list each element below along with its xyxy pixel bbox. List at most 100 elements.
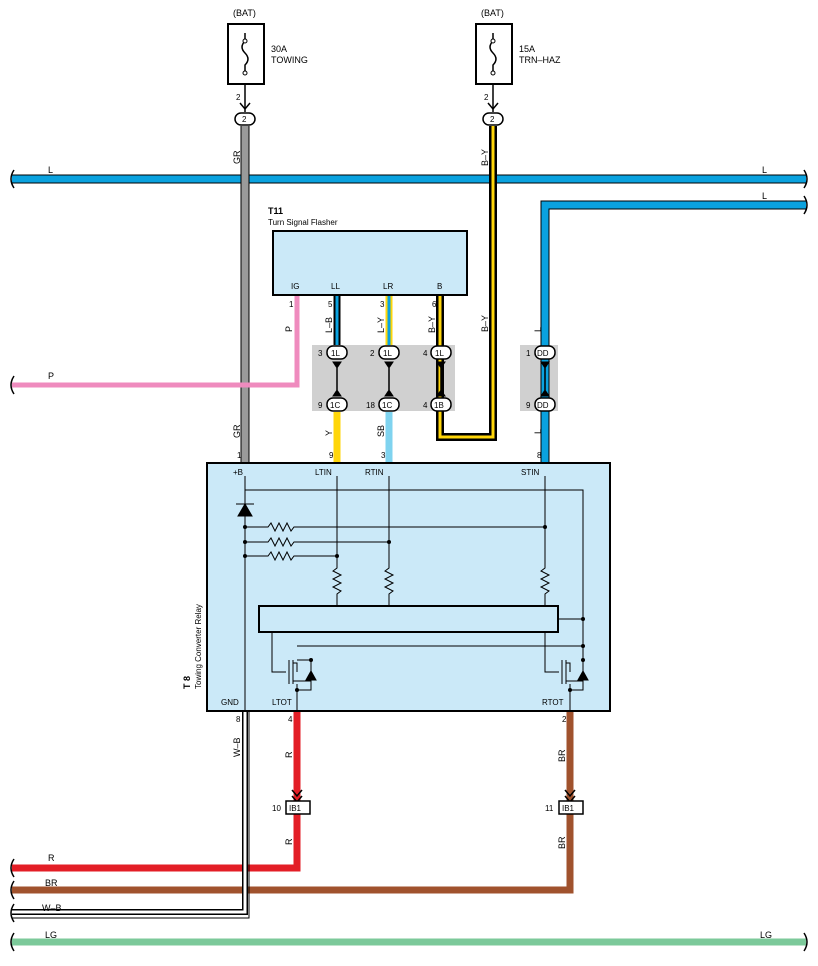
svg-text:1: 1 xyxy=(526,349,531,358)
svg-text:4: 4 xyxy=(423,401,428,410)
junction-connector: 9 1C xyxy=(318,397,348,412)
relay-terminal-ltot: LTOT xyxy=(272,698,292,707)
svg-text:1C: 1C xyxy=(382,401,392,410)
relay-pin-ltot: 4 xyxy=(288,715,293,724)
fuse-trn-haz-pin: 2 xyxy=(484,93,489,102)
label-gr-top: GR xyxy=(232,150,242,164)
svg-text:10: 10 xyxy=(272,804,281,813)
label-l-top-left: L xyxy=(48,165,53,175)
wire-br xyxy=(12,712,574,894)
svg-text:2: 2 xyxy=(370,349,375,358)
svg-text:2: 2 xyxy=(242,115,247,124)
wire-break-marks xyxy=(10,169,808,952)
connector-arrows xyxy=(332,361,550,397)
diode-icon xyxy=(577,669,589,681)
label-lg-left: LG xyxy=(45,930,57,940)
relay-terminal-rtin: RTIN xyxy=(365,468,384,477)
zener-diode-icon xyxy=(237,503,253,517)
relay-terminal-ltin: LTIN xyxy=(315,468,332,477)
label-br-upper: BR xyxy=(557,749,567,762)
fuse-trn-haz: (BAT) 15A TRN–HAZ 2 2 xyxy=(475,8,561,126)
label-b-y: B–Y xyxy=(427,316,437,333)
relay-terminal-b: +B xyxy=(233,468,243,477)
label-r-horizontal: R xyxy=(48,853,55,863)
junction-lower-row: 9 1C 18 1C 4 1B 9 DD xyxy=(318,397,556,412)
flasher-terminal-b: B xyxy=(437,282,442,291)
wire-l-stin xyxy=(540,200,806,462)
label-sb: SB xyxy=(376,425,386,437)
label-br-lower: BR xyxy=(557,836,567,849)
flasher-terminal-ig: IG xyxy=(291,282,299,291)
label-l-b: L–B xyxy=(324,317,334,333)
relay-pin-stin: 8 xyxy=(537,451,542,460)
svg-text:2: 2 xyxy=(490,115,495,124)
wire-r xyxy=(12,712,301,872)
ib1-connector-left: 10 IB1 xyxy=(272,789,311,815)
flasher-pin-lr: 3 xyxy=(380,300,385,309)
label-l-stin-lower: L xyxy=(533,429,543,434)
svg-text:3: 3 xyxy=(318,349,323,358)
fuse-trn-haz-connector xyxy=(482,112,504,126)
svg-text:1B: 1B xyxy=(434,401,444,410)
wire-w-b xyxy=(12,712,250,919)
relay-pin-b: 1 xyxy=(237,451,242,460)
label-gr-lower: GR xyxy=(232,424,242,438)
ib1-connector-right: 11 IB1 xyxy=(545,789,584,815)
relay-terminal-gnd: GND xyxy=(221,698,239,707)
junction-connector: 4 1B xyxy=(423,397,452,412)
flasher-pin-ll: 5 xyxy=(328,300,333,309)
relay-pin-rtot: 2 xyxy=(562,715,567,724)
svg-text:IB1: IB1 xyxy=(562,804,575,813)
label-r-upper: R xyxy=(284,751,294,758)
label-p-vertical: P xyxy=(284,326,294,332)
fuse-icon xyxy=(489,33,497,73)
svg-text:IB1: IB1 xyxy=(289,804,302,813)
svg-text:1L: 1L xyxy=(331,349,340,358)
flasher-pin-b: 6 xyxy=(432,300,437,309)
relay-component: T 8 Towing Converter Relay 1 9 3 8 +B LT… xyxy=(182,451,611,724)
svg-text:18: 18 xyxy=(366,401,375,410)
svg-text:DD: DD xyxy=(537,401,549,410)
svg-text:9: 9 xyxy=(526,401,531,410)
label-p-horizontal: P xyxy=(48,371,54,381)
flasher-id: T11 xyxy=(268,206,283,216)
fuse-towing-name: TOWING xyxy=(271,55,308,65)
relay-id: T 8 xyxy=(182,676,192,689)
fuse-icon xyxy=(241,33,249,73)
svg-text:DD: DD xyxy=(537,349,549,358)
fuse-towing-rating: 30A xyxy=(271,44,287,54)
relay-terminal-stin: STIN xyxy=(521,468,539,477)
label-wb-horizontal: W–B xyxy=(42,903,62,913)
flasher-name: Turn Signal Flasher xyxy=(268,218,338,227)
label-by-mid: B–Y xyxy=(480,315,490,332)
relay-pin-ltin: 9 xyxy=(329,451,334,460)
svg-text:4: 4 xyxy=(423,349,428,358)
svg-text:11: 11 xyxy=(545,804,554,813)
flasher-component: T11 Turn Signal Flasher IG LL LR B 1 5 3… xyxy=(268,206,468,333)
label-l-stin-upper: L xyxy=(533,327,543,332)
junction-dots xyxy=(243,525,585,692)
fuse-trn-haz-rating: 15A xyxy=(519,44,535,54)
svg-text:1L: 1L xyxy=(435,349,444,358)
label-r-lower: R xyxy=(284,838,294,845)
fuse-towing-pin: 2 xyxy=(236,93,241,102)
label-wb: W–B xyxy=(232,737,242,757)
fuse-trn-haz-name: TRN–HAZ xyxy=(519,55,561,65)
junction-connector: 4 1L xyxy=(423,345,452,360)
fuse-towing-connector xyxy=(234,112,256,126)
flasher-pin-ig: 1 xyxy=(289,300,294,309)
junction-connector: 18 1C xyxy=(366,397,400,412)
junction-connector: 3 1L xyxy=(318,345,348,360)
wire-p xyxy=(12,296,300,388)
flasher-terminal-lr: LR xyxy=(383,282,393,291)
label-l-second: L xyxy=(762,191,767,201)
label-y: Y xyxy=(324,430,334,436)
svg-text:9: 9 xyxy=(318,401,323,410)
label-by-top: B–Y xyxy=(480,149,490,166)
label-l-y: L–Y xyxy=(376,317,386,333)
junction-connector: 9 DD xyxy=(526,397,556,412)
diode-icon xyxy=(305,669,317,681)
relay-pin-rtin: 3 xyxy=(381,451,386,460)
fuse-towing: (BAT) 30A TOWING 2 2 xyxy=(227,8,308,126)
junction-connector: 1 DD xyxy=(526,345,556,360)
